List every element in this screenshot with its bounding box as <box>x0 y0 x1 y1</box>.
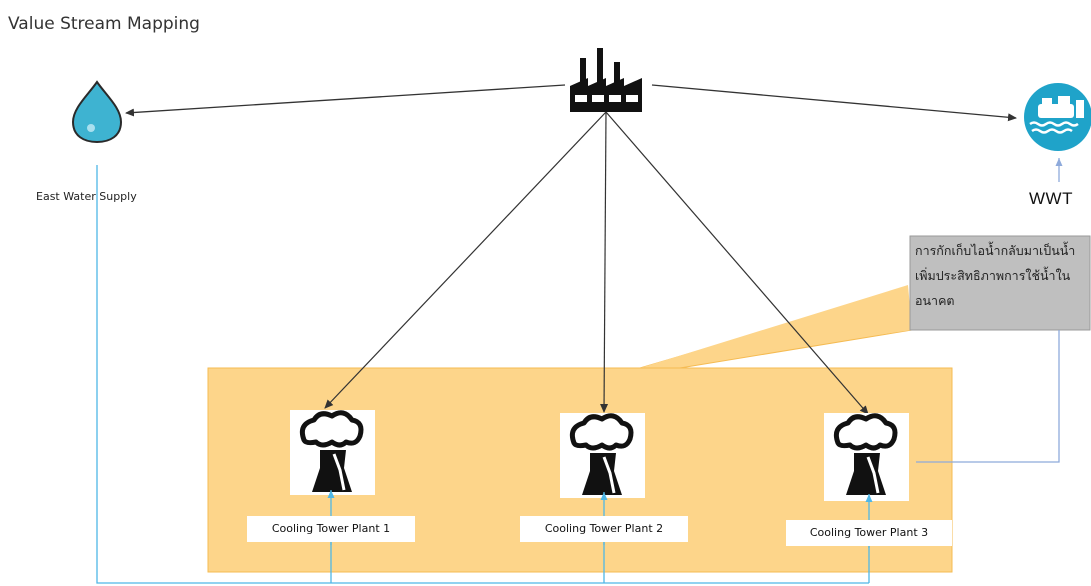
callout-text: การกักเก็บไอน้ำกลับมาเป็นน้ำเพิ่มประสิทธ… <box>915 243 1076 308</box>
arrow-factory-to-water-supply <box>125 84 566 117</box>
arrow-factory-to-plant-2 <box>600 111 609 413</box>
callout-pointer <box>640 285 912 368</box>
arrow-factory-to-wwt <box>651 84 1017 122</box>
plant-label-2: Cooling Tower Plant 2 <box>520 516 688 542</box>
cooling-tower-icon <box>290 410 375 495</box>
factory-icon <box>570 48 642 112</box>
cooling-tower-icon <box>824 413 909 501</box>
arrow-factory-to-plant-3 <box>605 111 869 415</box>
wastewater-treatment-icon <box>1024 83 1091 151</box>
callout-box <box>909 235 1091 331</box>
water-supply-label: East Water Supply <box>36 190 137 203</box>
wwt-label: WWT <box>1029 189 1073 208</box>
plant-label-1: Cooling Tower Plant 1 <box>247 516 415 542</box>
arrow-factory-to-plant-1 <box>324 111 607 409</box>
plant-label-3: Cooling Tower Plant 3 <box>786 520 952 546</box>
cooling-tower-icon <box>560 413 645 498</box>
page-title: Value Stream Mapping <box>8 14 200 34</box>
water-drop-icon <box>71 80 123 144</box>
return-line-plant-3-to-wwt <box>916 330 1060 463</box>
